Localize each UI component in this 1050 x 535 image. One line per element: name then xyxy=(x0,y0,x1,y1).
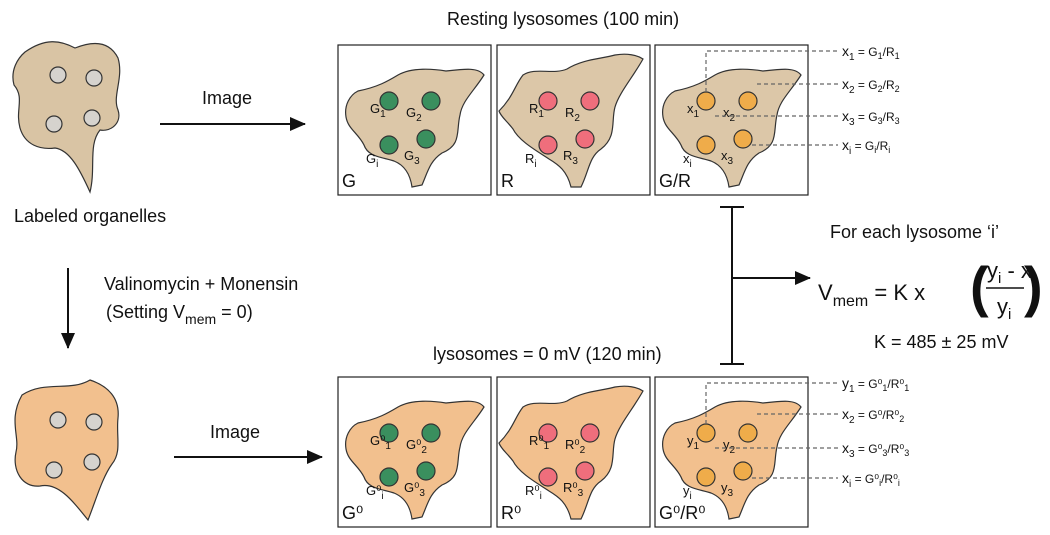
panel-top-3: x1 x2 xi x3G/R xyxy=(654,44,809,196)
lysosome-tag: R⁰3 xyxy=(563,480,584,499)
lysosome-dot xyxy=(733,129,753,149)
lysosome-tag: G2 xyxy=(406,105,422,124)
lysosome-tag: yi xyxy=(683,483,692,502)
left-caption: Labeled organelles xyxy=(14,206,166,226)
lysosome-tag: Gi xyxy=(366,151,378,170)
panel-label: G/R xyxy=(659,171,691,191)
panel-label: R xyxy=(501,171,514,191)
ratio-equation: x1 = G1/R1 xyxy=(842,43,900,63)
formula-heading: For each lysosome ‘i’ xyxy=(830,222,999,242)
left-cell-top xyxy=(12,41,121,194)
lysosome-tag: x1 xyxy=(687,101,700,120)
svg-text:yi - xi: yi - xi xyxy=(987,258,1035,287)
cell-shape xyxy=(498,385,644,520)
lysosome-tag: y1 xyxy=(687,433,700,452)
left-cell-bottom xyxy=(14,379,119,522)
ratio-equation: xi = G⁰i/R⁰i xyxy=(842,470,900,490)
panel-label: R⁰ xyxy=(501,503,521,523)
top-row-title: Resting lysosomes (100 min) xyxy=(447,9,679,29)
lysosome-dot xyxy=(416,129,436,149)
lysosome-dot xyxy=(538,423,558,443)
lysosome-dot xyxy=(421,423,441,443)
svg-text:Vmem = K x: Vmem = K x xyxy=(818,280,925,310)
lysosome-dot xyxy=(421,91,441,111)
panel-label: G xyxy=(342,171,356,191)
ratio-equation: x2 = G⁰/R⁰2 xyxy=(842,406,904,426)
lysosome-tag: x2 xyxy=(723,105,736,124)
lysosome-dot xyxy=(580,91,600,111)
lysosome-tag: G1 xyxy=(370,101,386,120)
bottom-row-title: lysosomes = 0 mV (120 min) xyxy=(433,344,662,364)
lysosome-tag: G⁰2 xyxy=(406,437,427,456)
lysosome-dot xyxy=(416,461,436,481)
lysosome-dot xyxy=(696,91,716,111)
ratio-equation: x3 = G⁰3/R⁰3 xyxy=(842,440,909,460)
leader-line xyxy=(705,382,838,424)
leader-line xyxy=(705,50,838,92)
lysosome-dot xyxy=(575,461,595,481)
image-label-top: Image xyxy=(202,88,252,108)
organelle-dot xyxy=(45,461,63,479)
lysosome-dot xyxy=(379,467,399,487)
lysosome-dot xyxy=(379,135,399,155)
vmem-formula: Vmem = K x ( ) yi - xi yi xyxy=(818,255,1043,323)
ratio-equation: xi = Gi/Ri xyxy=(842,137,890,157)
lysosome-dot xyxy=(379,91,399,111)
ratio-bracket xyxy=(720,206,811,365)
lysosome-dot xyxy=(538,91,558,111)
lysosome-tag: y3 xyxy=(721,480,734,499)
organelle-dot xyxy=(45,115,63,133)
lysosome-dot xyxy=(696,135,716,155)
organelle-dot xyxy=(85,413,103,431)
lysosome-dot xyxy=(580,423,600,443)
organelle-dot xyxy=(83,109,101,127)
lysosome-dot xyxy=(738,423,758,443)
lysosome-dot xyxy=(738,91,758,111)
lysosome-dot xyxy=(538,467,558,487)
lysosome-tag: G⁰3 xyxy=(404,480,425,499)
lysosome-tag: G3 xyxy=(404,148,420,167)
treatment-line1: Valinomycin + Monensin xyxy=(104,274,298,294)
lysosome-tag: Ri xyxy=(525,151,537,170)
organelle-dot xyxy=(83,453,101,471)
lysosome-tag: R1 xyxy=(529,101,544,120)
svg-text:(: ( xyxy=(970,255,989,318)
lysosome-dot xyxy=(696,467,716,487)
treatment-line2: (Setting Vmem = 0) xyxy=(106,302,253,327)
lysosome-dot xyxy=(696,423,716,443)
lysosome-tag: R⁰i xyxy=(525,483,542,502)
svg-text:): ) xyxy=(1024,255,1043,318)
lysosome-tag: R⁰1 xyxy=(529,433,550,452)
lysosome-dot xyxy=(538,135,558,155)
k-constant: K = 485 ± 25 mV xyxy=(874,332,1008,352)
lysosome-dot xyxy=(733,461,753,481)
panel-label: G⁰ xyxy=(342,503,363,523)
ratio-equation: x3 = G3/R3 xyxy=(842,108,900,128)
cell-shape xyxy=(498,53,644,188)
lysosome-tag: G⁰1 xyxy=(370,433,391,452)
organelle-dot xyxy=(49,66,67,84)
organelle-dot xyxy=(85,69,103,87)
lysosome-dot xyxy=(379,423,399,443)
lysosome-tag: R⁰2 xyxy=(565,437,586,456)
lysosome-tag: G⁰i xyxy=(366,483,384,502)
organelle-dot xyxy=(49,411,67,429)
lysosome-tag: R3 xyxy=(563,148,578,167)
lysosome-tag: R2 xyxy=(565,105,580,124)
ratio-equation: y1 = G⁰1/R⁰1 xyxy=(842,375,909,395)
lysosome-tag: y2 xyxy=(723,437,736,456)
svg-text:yi: yi xyxy=(997,294,1011,323)
panel-label: G⁰/R⁰ xyxy=(659,503,705,523)
lysosome-tag: x3 xyxy=(721,148,734,167)
image-label-bottom: Image xyxy=(210,422,260,442)
lysosome-tag: xi xyxy=(683,151,692,170)
ratio-equation: x2 = G2/R2 xyxy=(842,76,900,96)
lysosome-dot xyxy=(575,129,595,149)
